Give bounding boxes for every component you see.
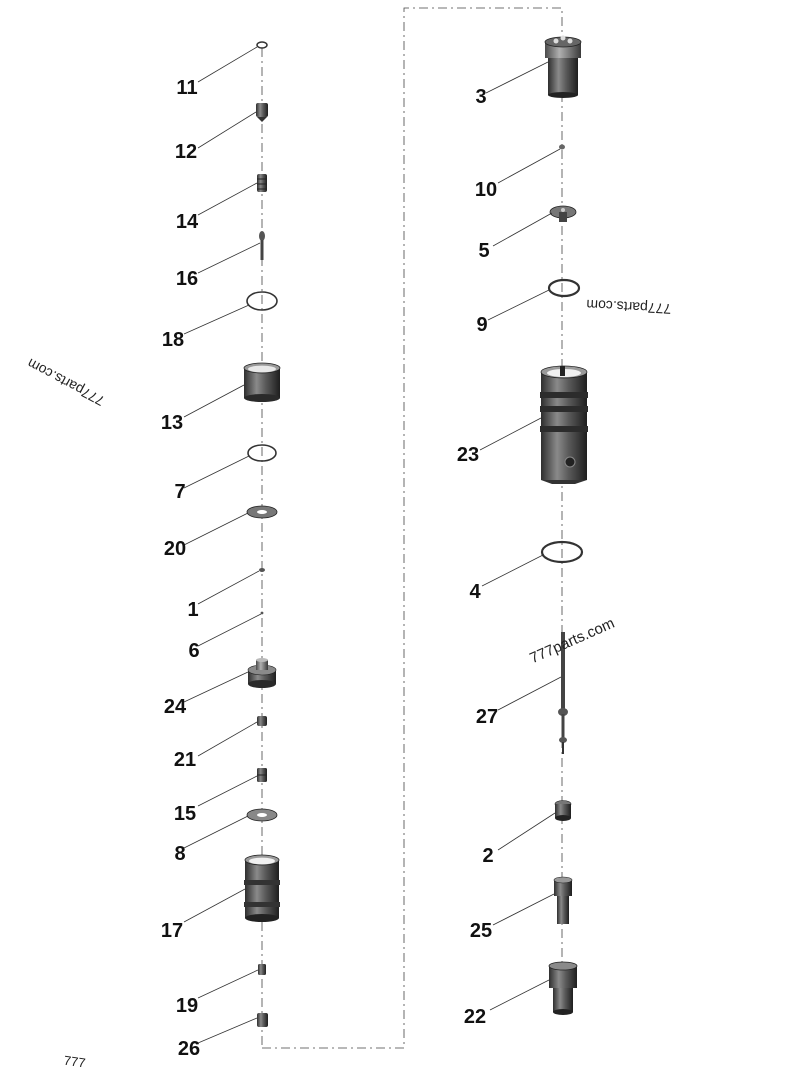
callout-14: 14 bbox=[176, 211, 199, 233]
part-17-holder-body bbox=[244, 854, 280, 922]
callout-24: 24 bbox=[164, 696, 187, 718]
callout-25: 25 bbox=[470, 920, 492, 942]
part-5-disc bbox=[549, 205, 577, 222]
callout-21: 21 bbox=[174, 749, 196, 771]
part-16-pin bbox=[259, 231, 265, 260]
callout-10: 10 bbox=[475, 179, 497, 201]
callout-2: 2 bbox=[482, 845, 493, 867]
callout-7: 7 bbox=[174, 481, 185, 503]
part-27-needle bbox=[558, 632, 568, 754]
part-14-spring bbox=[257, 174, 267, 192]
callout-8: 8 bbox=[174, 843, 185, 865]
part-20-washer bbox=[246, 505, 278, 519]
watermark-text: 777parts.com bbox=[586, 297, 672, 317]
callouts-left: 11 12 14 16 18 13 7 20 1 6 24 21 15 8 17… bbox=[161, 77, 200, 1060]
callout-6: 6 bbox=[188, 640, 199, 662]
part-1-ball bbox=[259, 568, 265, 572]
part-21-nut bbox=[257, 716, 267, 726]
part-6-ball bbox=[260, 611, 264, 615]
part-19-pin bbox=[258, 964, 266, 975]
part-2-nut bbox=[554, 800, 572, 821]
callout-16: 16 bbox=[176, 268, 198, 290]
callout-1: 1 bbox=[187, 599, 198, 621]
callout-22: 22 bbox=[464, 1006, 486, 1028]
part-15-spacer bbox=[257, 768, 267, 782]
part-25-nozzle bbox=[553, 876, 573, 924]
callout-9: 9 bbox=[476, 314, 487, 336]
part-8-washer bbox=[246, 808, 278, 822]
part-12-spring-seat bbox=[256, 103, 268, 122]
callout-4: 4 bbox=[469, 581, 481, 603]
watermark-text: 777 bbox=[63, 1053, 87, 1067]
part-23-main-body bbox=[540, 365, 588, 484]
callout-12: 12 bbox=[175, 141, 197, 163]
callout-19: 19 bbox=[176, 995, 198, 1017]
part-11-oring bbox=[256, 41, 268, 49]
part-9-oring bbox=[547, 278, 581, 298]
callout-11: 11 bbox=[176, 77, 197, 99]
part-22-nozzle-nut bbox=[548, 961, 578, 1015]
part-10-ball bbox=[559, 144, 565, 150]
part-7-oring bbox=[247, 444, 277, 462]
leader-lines bbox=[183, 46, 562, 1044]
part-3-top-cap bbox=[544, 35, 582, 98]
callout-27: 27 bbox=[476, 706, 498, 728]
right-parts bbox=[540, 35, 588, 1015]
part-13-sleeve bbox=[243, 362, 281, 402]
part-26-plug bbox=[257, 1013, 268, 1027]
callout-20: 20 bbox=[164, 538, 186, 560]
part-18-oring bbox=[246, 291, 278, 311]
part-24-valve-body bbox=[247, 658, 277, 688]
watermark-text: 777parts.com bbox=[24, 355, 106, 409]
part-4-oring bbox=[540, 540, 584, 564]
callout-23: 23 bbox=[457, 444, 479, 466]
callout-13: 13 bbox=[161, 412, 183, 434]
callout-26: 26 bbox=[178, 1038, 200, 1060]
callout-17: 17 bbox=[161, 920, 183, 942]
callout-15: 15 bbox=[174, 803, 196, 825]
left-parts bbox=[243, 41, 281, 1027]
callout-18: 18 bbox=[162, 329, 184, 351]
callout-3: 3 bbox=[475, 86, 486, 108]
assembly-axis-lines bbox=[261, 7, 563, 1049]
watermark-text: 777parts.com bbox=[527, 615, 617, 667]
callout-5: 5 bbox=[478, 240, 489, 262]
callouts-right: 3 10 5 9 23 4 27 2 25 22 bbox=[457, 86, 498, 1028]
